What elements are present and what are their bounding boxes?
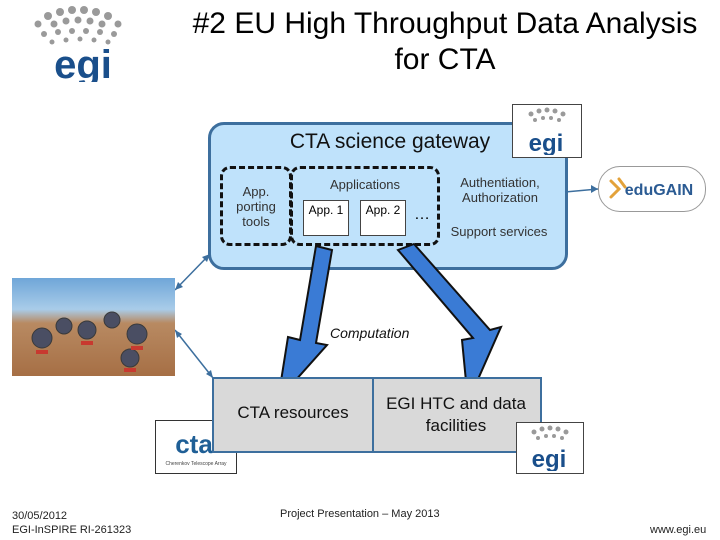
telescope-photo [12,278,175,376]
egi-small-logo-facilities: egi [516,422,584,474]
footer-url[interactable]: www.egi.eu [650,524,707,536]
egi-logo-text: egi [54,43,112,82]
egi-logo: egi [8,4,158,87]
gateway-title: CTA science gateway [289,130,491,153]
app-1-box: App. 1 [303,200,349,236]
slide-title: #2 EU High Throughput Data Analysis for … [192,7,698,76]
computation-arrow-egi [396,242,503,406]
edugain-logo: eduGAIN [598,166,706,212]
egi-small-logo-facilities-text: egi [532,446,567,471]
footer-project: EGI-InSPIRE RI-261323 [12,524,132,536]
cta-logo-subtext: Cherenkov Telescope Array [165,461,227,467]
auth-label: Authentiation, Authorization [460,175,540,205]
apps-ellipsis: … [414,206,430,223]
footer-presentation: Project Presentation – May 2013 [280,508,440,520]
photo-resources-connector [174,329,214,379]
footer-date: 30/05/2012 [12,510,68,522]
porting-tools-label: App. porting tools [236,184,276,229]
applications-label: Applications [329,177,401,192]
computation-label: Computation [330,325,410,341]
cta-resources-label: CTA resources [237,403,349,422]
cta-logo-text: cta [175,429,213,459]
support-services-label: Support services [450,224,548,239]
cta-resources-box [212,377,374,453]
photo-gateway-connector [174,253,211,291]
egi-small-logo-gateway: egi [512,104,582,158]
egi-small-logo-text: egi [529,130,564,155]
edugain-text: eduGAIN [625,182,693,199]
applications-box [290,166,440,246]
egi-facilities-box [372,377,542,453]
egi-facilities-label: EGI HTC and data facilities [386,394,526,435]
app-2-box: App. 2 [360,200,406,236]
computation-arrow-cta [276,244,334,404]
